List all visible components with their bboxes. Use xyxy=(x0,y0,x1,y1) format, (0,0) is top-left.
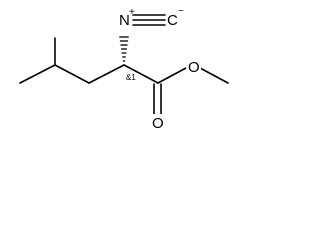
bond-methylene-to-alpha-carbon xyxy=(88,64,125,84)
hashed-wedge-bond xyxy=(119,36,129,62)
isocyano-carbon-label: C xyxy=(167,12,178,29)
stereo-descriptor-label: &1 xyxy=(126,73,136,82)
ester-oxygen-label: O xyxy=(188,59,200,76)
molecule-structure: N + C − O O &1 xyxy=(19,6,229,132)
bond-ester-oxygen-to-methyl xyxy=(199,67,229,84)
bond-alpha-carbon-to-carbonyl-carbon xyxy=(123,64,159,84)
bond-methyl-b-to-isopropyl-ch xyxy=(19,64,56,84)
bond-isopropyl-ch-to-methylene xyxy=(54,64,90,84)
isocyano-carbon-charge: − xyxy=(178,6,184,17)
carbonyl-oxygen-label: O xyxy=(152,115,164,132)
isocyano-nitrogen-charge: + xyxy=(129,7,135,18)
bond-carbonyl-carbon-to-ester-oxygen xyxy=(157,67,187,84)
isocyano-nitrogen-label: N xyxy=(119,12,130,29)
